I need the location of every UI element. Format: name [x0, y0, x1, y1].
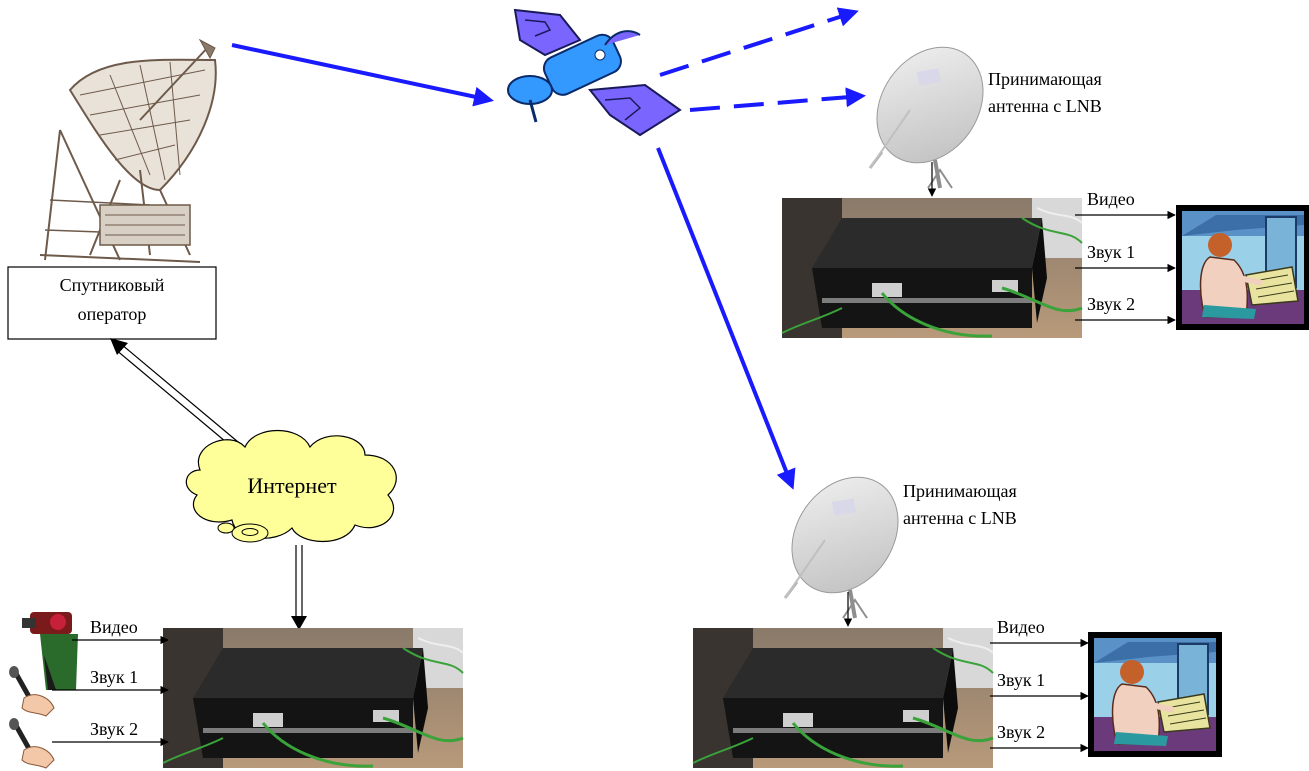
receiver-1-signal-audio1: Звук 1: [1087, 242, 1135, 262]
receiver-1-label-line1: Принимающая: [988, 69, 1102, 89]
operator-label-line1: Спутниковый: [60, 275, 165, 295]
satellite: [507, 8, 682, 137]
internet-cloud: Интернет: [185, 429, 397, 543]
operator-label-line2: оператор: [78, 304, 147, 324]
receiver-2-operator-picture: [1088, 632, 1222, 757]
internet-to-operator-arrow: [110, 338, 251, 458]
internet-label: Интернет: [247, 473, 337, 498]
source-signal-video: Видео: [90, 617, 138, 637]
receiver-2-label-line2: антенна с LNB: [903, 508, 1017, 528]
receiver-1-dish: [853, 24, 1007, 190]
microphone-icon-2: [9, 718, 54, 768]
receiver-2-signal-audio2: Звук 2: [997, 722, 1045, 742]
uplink-antenna: [39, 38, 217, 263]
receiver-1-signal-video: Видео: [1087, 189, 1135, 209]
receiver-1-operator-picture: [1176, 205, 1309, 330]
internet-to-encoder-arrow: [291, 545, 307, 630]
receiver-2-signal-audio1: Звук 1: [997, 670, 1045, 690]
source-signal-audio2: Звук 2: [90, 719, 138, 739]
receiver-1-decoder: [780, 196, 1084, 340]
receiver-2-signal-video: Видео: [997, 617, 1045, 637]
receiver-1: Принимающая антенна с LNB Видео Звук 1 З…: [780, 24, 1309, 340]
downlink-beams: [656, 7, 866, 490]
receiver-2-label-line1: Принимающая: [903, 481, 1017, 501]
source-signals: Видео Звук 1 Звук 2: [52, 617, 169, 747]
receiver-1-label-line2: антенна с LNB: [988, 96, 1102, 116]
receiver-2-dish: [768, 454, 922, 620]
receiver-2: Принимающая антенна с LNB Видео Звук 1 З…: [691, 454, 1222, 770]
source-encoder: [161, 626, 465, 770]
uplink-beam: [231, 43, 494, 107]
receiver-1-signal-audio2: Звук 2: [1087, 294, 1135, 314]
camera-operator-icon: [22, 612, 78, 690]
satellite-operator-box: Спутниковый оператор: [7, 266, 217, 340]
receiver-2-decoder: [691, 626, 995, 770]
source-signal-audio1: Звук 1: [90, 667, 138, 687]
